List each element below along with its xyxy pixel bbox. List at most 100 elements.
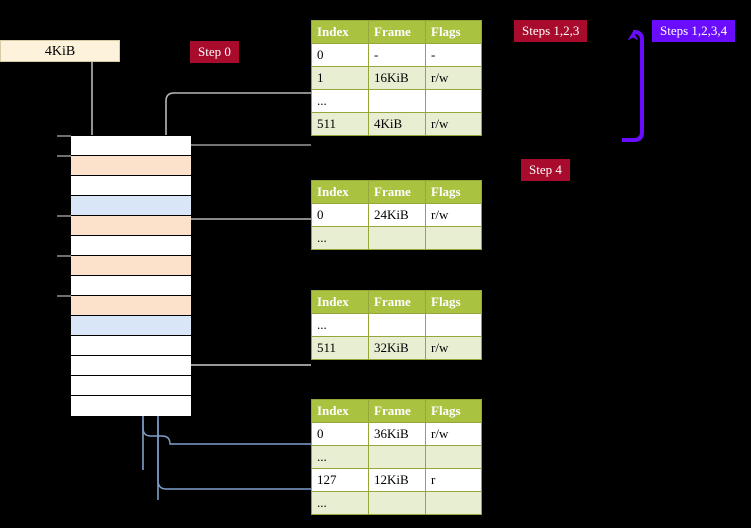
table-row: ... — [311, 313, 482, 337]
steps-123-tag: Steps 1,2,3 — [514, 20, 588, 42]
table-row: ... — [311, 491, 482, 515]
cell-index: 0 — [311, 203, 369, 227]
column-header-flags: Flags — [425, 399, 482, 423]
cell-index: 0 — [311, 422, 369, 446]
steps-123-label: Steps 1,2,3 — [522, 23, 580, 38]
column-header-index: Index — [311, 180, 369, 204]
memory-frame-row — [71, 376, 191, 396]
cell-flags: r — [425, 468, 482, 492]
memory-frame-row — [57, 295, 191, 316]
cell-frame: 16KiB — [368, 66, 426, 90]
column-header-frame: Frame — [368, 290, 426, 314]
cell-frame: - — [368, 43, 426, 67]
frame-tick-mark — [57, 295, 71, 297]
cell-index: 1 — [311, 66, 369, 90]
cell-index: 511 — [311, 336, 369, 360]
cell-frame — [368, 313, 426, 337]
pdp-table: Index Frame Flags 0 24KiB r/w ... — [311, 180, 482, 250]
cell-flags — [425, 89, 482, 113]
memory-frame-row — [57, 255, 191, 276]
frame-size-banner: 4KiB — [0, 40, 120, 62]
cell-index: ... — [311, 491, 369, 515]
column-header-index: Index — [311, 290, 369, 314]
table-header-row: Index Frame Flags — [311, 290, 482, 314]
cell-flags: r/w — [425, 422, 482, 446]
cell-frame — [368, 226, 426, 250]
wire-grid-to-pt-row0 — [142, 420, 311, 445]
column-header-index: Index — [311, 20, 369, 44]
pml4-table: Index Frame Flags 0 - - 1 16KiB r/w ... — [311, 20, 482, 136]
cell-frame: 12KiB — [368, 468, 426, 492]
wire-grid-to-pd — [171, 288, 311, 366]
memory-frame-row — [71, 396, 191, 416]
cell-frame: 24KiB — [368, 203, 426, 227]
steps-1234-tag: Steps 1,2,3,4 — [652, 20, 736, 42]
table-row: ... — [311, 226, 482, 250]
frame-tick-mark — [57, 135, 71, 137]
cell-flags: r/w — [425, 66, 482, 90]
memory-frame-row — [71, 316, 191, 336]
memory-frame-row — [57, 215, 191, 236]
memory-frame-row — [57, 135, 191, 156]
cell-frame: 36KiB — [368, 422, 426, 446]
cell-frame: 4KiB — [368, 112, 426, 136]
memory-frame-row — [57, 155, 191, 176]
table-header-row: Index Frame Flags — [311, 180, 482, 204]
cell-flags — [425, 445, 482, 469]
frame-size-label: 4KiB — [44, 44, 76, 59]
cell-flags: - — [425, 43, 482, 67]
wire-pdp-to-grid — [177, 218, 311, 262]
memory-frame-row — [71, 196, 191, 216]
memory-frame-row — [71, 336, 191, 356]
step-0-label: Step 0 — [198, 44, 231, 59]
frame-tick-mark — [57, 255, 71, 257]
cell-flags: r/w — [425, 203, 482, 227]
pt-table: Index Frame Flags 0 36KiB r/w ... 127 12… — [311, 399, 482, 515]
cell-frame — [368, 491, 426, 515]
wire-violet-loop — [622, 30, 644, 142]
column-header-flags: Flags — [425, 290, 482, 314]
memory-frame-row — [71, 276, 191, 296]
table-row: 511 4KiB r/w — [311, 112, 482, 136]
table-row: 0 - - — [311, 43, 482, 67]
frame-tick-mark — [57, 215, 71, 217]
table-header-row: Index Frame Flags — [311, 399, 482, 423]
column-header-frame: Frame — [368, 399, 426, 423]
cell-index: 511 — [311, 112, 369, 136]
cell-frame — [368, 445, 426, 469]
table-row: 511 32KiB r/w — [311, 336, 482, 360]
step-0-tag: Step 0 — [190, 41, 239, 63]
frame-tick-mark — [57, 155, 71, 157]
memory-frame-row — [71, 356, 191, 376]
steps-1234-label: Steps 1,2,3,4 — [660, 23, 728, 38]
table-row: 0 24KiB r/w — [311, 203, 482, 227]
column-header-frame: Frame — [368, 20, 426, 44]
table-header-row: Index Frame Flags — [311, 20, 482, 44]
column-header-flags: Flags — [425, 180, 482, 204]
step-4-tag: Step 4 — [521, 159, 570, 181]
cell-index: ... — [311, 226, 369, 250]
table-row: 1 16KiB r/w — [311, 66, 482, 90]
cell-index: ... — [311, 89, 369, 113]
cell-flags: r/w — [425, 336, 482, 360]
column-header-frame: Frame — [368, 180, 426, 204]
table-row: ... — [311, 89, 482, 113]
cell-frame — [368, 89, 426, 113]
memory-frame-row — [71, 236, 191, 256]
cell-flags — [425, 226, 482, 250]
column-header-flags: Flags — [425, 20, 482, 44]
cell-index: 0 — [311, 43, 369, 67]
column-header-index: Index — [311, 399, 369, 423]
wire-grid-to-pt-row127 — [157, 420, 311, 490]
physical-memory-grid — [57, 135, 191, 416]
cell-index: ... — [311, 445, 369, 469]
pd-table: Index Frame Flags ... 511 32KiB r/w — [311, 290, 482, 360]
cell-index: ... — [311, 313, 369, 337]
table-row: 127 12KiB r — [311, 468, 482, 492]
table-row: 0 36KiB r/w — [311, 422, 482, 446]
cell-flags — [425, 491, 482, 515]
cell-index: 127 — [311, 468, 369, 492]
cell-flags: r/w — [425, 112, 482, 136]
table-row: ... — [311, 445, 482, 469]
cell-frame: 32KiB — [368, 336, 426, 360]
